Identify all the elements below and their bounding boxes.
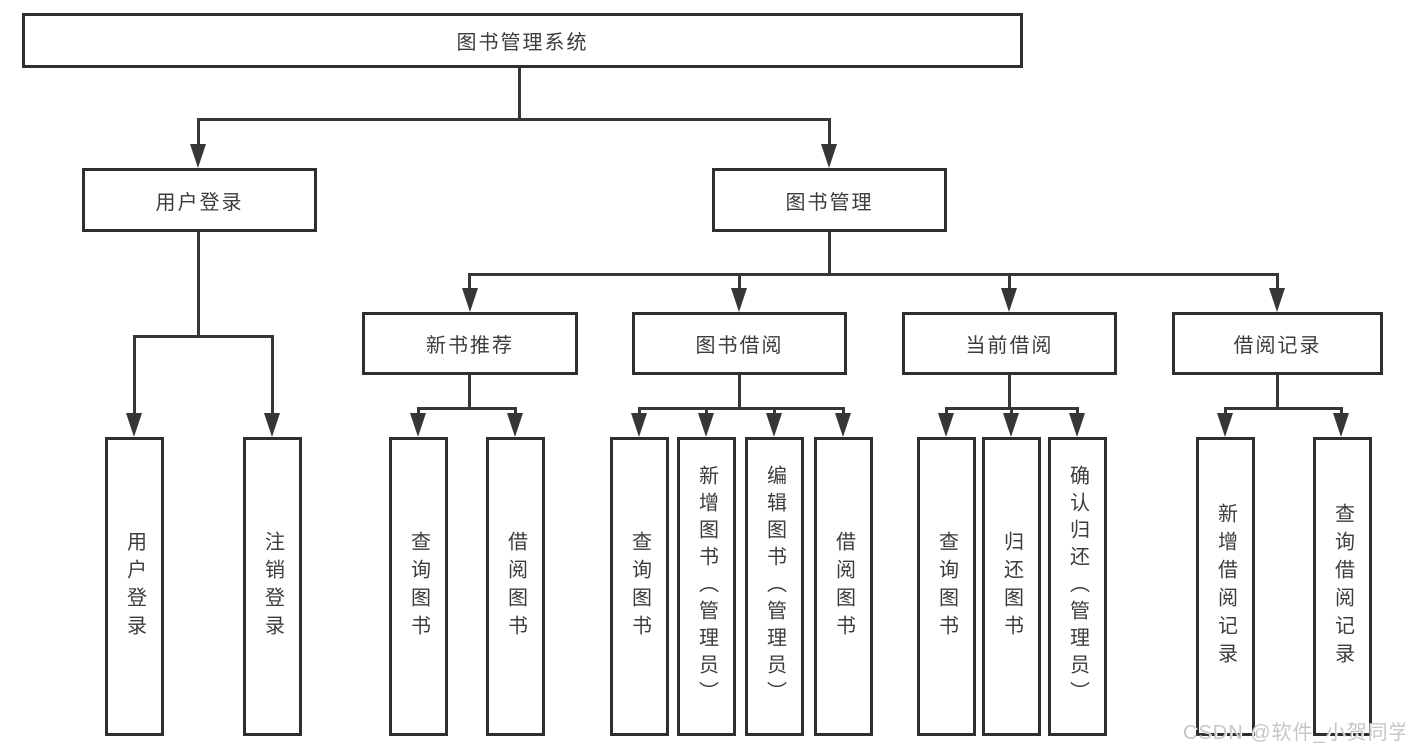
connector-line	[1276, 273, 1279, 290]
connector-line	[417, 407, 420, 415]
leaf-user-login: 用户登录	[105, 437, 164, 736]
connector-line	[1340, 407, 1343, 415]
connector-line	[1224, 407, 1227, 415]
connector-line	[1076, 407, 1079, 415]
csdn-watermark: CSDN @软件_小贺同学	[1183, 722, 1405, 744]
connector-line	[1008, 375, 1011, 407]
leaf-return-books: 归还图书	[982, 437, 1041, 736]
arrow-down-icon	[631, 413, 647, 437]
connector-line	[738, 273, 741, 290]
arrow-down-icon	[126, 413, 142, 437]
connector-line	[468, 273, 471, 290]
connector-line	[1276, 375, 1279, 407]
arrow-down-icon	[264, 413, 280, 437]
arrow-down-icon	[462, 288, 478, 312]
leaf-query-books-recommend: 查询图书	[389, 437, 448, 736]
connector-line	[945, 407, 948, 415]
arrow-down-icon	[1333, 413, 1349, 437]
connector-line	[1008, 273, 1011, 290]
connector-line	[773, 407, 776, 415]
arrow-down-icon	[190, 144, 206, 168]
leaf-query-books-current: 查询图书	[917, 437, 976, 736]
arrow-down-icon	[766, 413, 782, 437]
arrow-down-icon	[1269, 288, 1285, 312]
arrow-down-icon	[835, 413, 851, 437]
connector-line	[514, 407, 517, 415]
connector-line	[133, 335, 274, 338]
node-root-library-system: 图书管理系统	[22, 13, 1023, 68]
leaf-query-borrow-record: 查询借阅记录	[1313, 437, 1372, 736]
connector-line	[1224, 407, 1343, 410]
connector-line	[468, 375, 471, 407]
connector-line	[705, 407, 708, 415]
node-current-borrow: 当前借阅	[902, 312, 1117, 375]
leaf-add-borrow-record: 新增借阅记录	[1196, 437, 1255, 736]
connector-line	[271, 335, 274, 415]
leaf-logout-login: 注销登录	[243, 437, 302, 736]
connector-line	[468, 273, 1279, 276]
connector-line	[638, 407, 845, 410]
node-book-borrow: 图书借阅	[632, 312, 847, 375]
node-borrow-records: 借阅记录	[1172, 312, 1383, 375]
node-book-management: 图书管理	[712, 168, 947, 232]
connector-line	[197, 232, 200, 335]
leaf-edit-books-admin: 编辑图书（管理员）	[745, 437, 804, 736]
leaf-query-books-borrow: 查询图书	[610, 437, 669, 736]
arrow-down-icon	[731, 288, 747, 312]
connector-line	[197, 118, 831, 121]
leaf-borrow-books-recommend: 借阅图书	[486, 437, 545, 736]
arrow-down-icon	[821, 144, 837, 168]
node-new-book-recommend: 新书推荐	[362, 312, 578, 375]
connector-line	[738, 375, 741, 407]
connector-line	[828, 232, 831, 273]
arrow-down-icon	[507, 413, 523, 437]
arrow-down-icon	[1003, 413, 1019, 437]
leaf-confirm-return-admin: 确认归还（管理员）	[1048, 437, 1107, 736]
connector-line	[1010, 407, 1013, 415]
connector-line	[133, 335, 136, 415]
arrow-down-icon	[1001, 288, 1017, 312]
arrow-down-icon	[698, 413, 714, 437]
leaf-borrow-books: 借阅图书	[814, 437, 873, 736]
connector-line	[828, 118, 831, 146]
arrow-down-icon	[1069, 413, 1085, 437]
arrow-down-icon	[410, 413, 426, 437]
arrow-down-icon	[1217, 413, 1233, 437]
arrow-down-icon	[938, 413, 954, 437]
node-user-login: 用户登录	[82, 168, 317, 232]
connector-line	[417, 407, 517, 410]
connector-line	[518, 68, 521, 118]
connector-line	[197, 118, 200, 146]
connector-line	[638, 407, 641, 415]
leaf-add-books-admin: 新增图书（管理员）	[677, 437, 736, 736]
connector-line	[842, 407, 845, 415]
